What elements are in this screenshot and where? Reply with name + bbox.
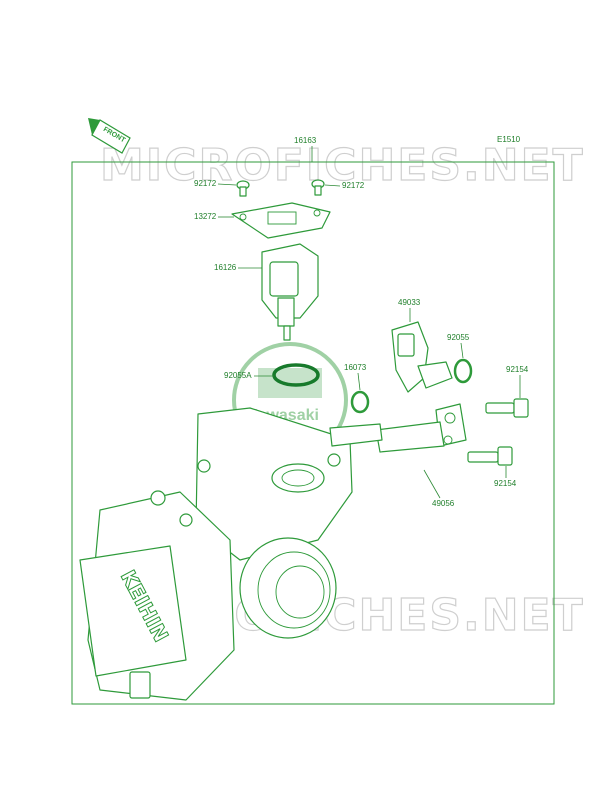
label-13272: 13272 [194, 212, 217, 221]
assembly-part-number: 16163 [294, 136, 317, 145]
throttle-sensor [261, 243, 319, 341]
leader-92172-left [217, 183, 237, 186]
label-92154-top: 92154 [506, 365, 529, 374]
seal-16073 [350, 390, 370, 414]
label-92055A: 92055A [224, 371, 252, 380]
watermark-top: MICROFICHES.NET [100, 140, 585, 191]
label-92154-bottom: 92154 [494, 479, 517, 488]
bracket-49056 [375, 403, 467, 453]
gasket-hole-right [313, 209, 321, 217]
seal-92055 [453, 358, 473, 384]
bolt-bottom-icon [467, 446, 513, 466]
gasket-hole-left [239, 213, 247, 221]
label-49056: 49056 [432, 499, 455, 508]
label-92172-left: 92172 [194, 179, 217, 188]
label-16073: 16073 [344, 363, 367, 372]
leader-92055 [460, 342, 464, 359]
screw-left-icon [236, 180, 250, 197]
label-49033: 49033 [398, 298, 421, 307]
diagram-frame [71, 161, 555, 705]
bolt-top-icon [485, 398, 529, 418]
leader-49056 [423, 469, 441, 499]
gasket-plate [231, 202, 331, 239]
leader-16073 [357, 372, 361, 391]
connector-pipe [329, 423, 383, 447]
gasket-window [267, 211, 297, 225]
screw-right-icon [311, 179, 325, 196]
sensor-49033 [391, 321, 453, 393]
leader-92172-right [324, 184, 341, 187]
o-ring-92055A [272, 363, 320, 387]
label-16126: 16126 [214, 263, 237, 272]
throttle-body: KEIHIN [79, 407, 353, 701]
label-92055: 92055 [447, 333, 470, 342]
diagram-code: E1510 [497, 135, 521, 144]
label-92172-right: 92172 [342, 181, 365, 190]
